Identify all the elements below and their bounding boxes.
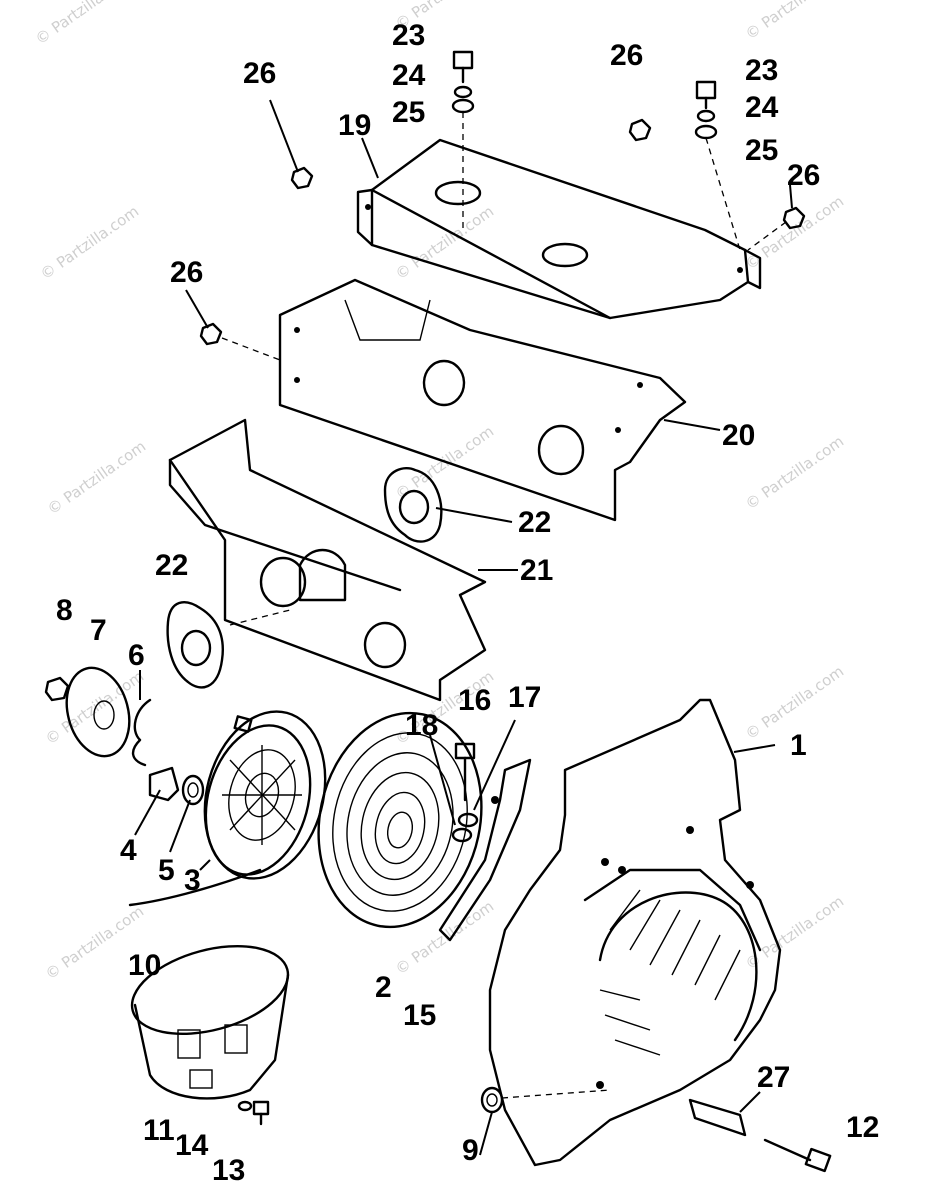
label-23-left: 23 [392,19,425,52]
label-22-upper: 22 [518,506,551,539]
part-18-washer [451,827,473,843]
part-10-starter-cup [130,944,290,1100]
part-4-pawl [148,766,180,802]
part-26-nut-b [628,118,652,142]
part-6-spring-clip [131,698,152,767]
part-20-plate [278,278,687,522]
part-12-bolt [763,1138,832,1173]
label-10: 10 [128,949,161,982]
label-22-lower: 22 [155,549,188,582]
part-26-nut-d [199,322,223,346]
part-1-blower-housing [488,698,782,1167]
watermark: © Partzilla.com [742,0,847,43]
label-7: 7 [90,614,107,647]
label-5: 5 [158,854,175,887]
part-25-washer-right [694,124,718,140]
label-11: 11 [143,1114,175,1147]
label-8: 8 [56,594,73,627]
part-21-lower-shroud [168,418,487,702]
label-27: 27 [757,1061,790,1094]
label-26-d: 26 [170,256,203,289]
part-8-nut [44,676,70,702]
label-2: 2 [375,971,392,1004]
label-24-left: 24 [392,59,426,92]
alignment-lines [221,112,787,1099]
part-24-washer-right [696,109,716,123]
watermark: © Partzilla.com [392,202,497,283]
part-26-nut-a [290,166,314,190]
label-4: 4 [120,834,137,867]
part-22-gasket-lower [166,601,224,689]
label-19: 19 [338,109,371,142]
watermark: © Partzilla.com [742,192,847,273]
label-14: 14 [175,1129,209,1162]
leader-lines [134,99,793,1156]
label-12: 12 [846,1111,879,1144]
watermark: © Partzilla.com [742,892,847,973]
watermark: © Partzilla.com [37,202,142,283]
part-24-washer-left [453,85,473,99]
label-3: 3 [184,864,201,897]
part-13-bolt [252,1100,270,1126]
part-23-bolt-right [695,80,717,110]
label-21: 21 [520,554,553,587]
label-26-c: 26 [787,159,820,192]
label-20: 20 [722,419,755,452]
label-23-right: 23 [745,54,778,87]
part-19-top-shroud [356,138,762,320]
part-14-washer [237,1100,253,1112]
part-15-bracket [438,758,532,942]
label-16: 16 [458,684,491,717]
part-5-bushing [181,774,205,806]
watermark: © Partzilla.com [32,0,137,48]
part-26-nut-c [782,206,806,230]
part-7-retainer [65,666,131,758]
part-17-washer [457,812,479,828]
label-26-a: 26 [243,57,276,90]
label-25-right: 25 [745,134,778,167]
watermark: © Partzilla.com [44,437,149,518]
part-9-grommet [480,1086,504,1114]
part-23-bolt-left [452,50,474,84]
label-9: 9 [462,1134,479,1167]
label-15: 15 [403,999,436,1032]
label-1: 1 [790,729,807,762]
label-18: 18 [405,709,438,742]
label-24-right: 24 [745,91,779,124]
watermark: © Partzilla.com [392,897,497,978]
part-labels: 23 24 25 26 19 26 23 24 25 26 26 20 22 2… [56,19,879,1187]
label-17: 17 [508,681,541,714]
part-27-clip [688,1098,747,1137]
part-3-starter-pulley [128,710,327,907]
label-26-b: 26 [610,39,643,72]
watermark: © Partzilla.com [742,432,847,513]
part-16-bolt [454,742,476,802]
label-25-left: 25 [392,96,425,129]
label-6: 6 [128,639,145,672]
part-22-gasket-upper [383,467,443,543]
watermarks: © Partzilla.com © Partzilla.com © Partzi… [32,0,847,983]
label-13: 13 [212,1154,245,1187]
part-25-washer-left [451,98,475,114]
